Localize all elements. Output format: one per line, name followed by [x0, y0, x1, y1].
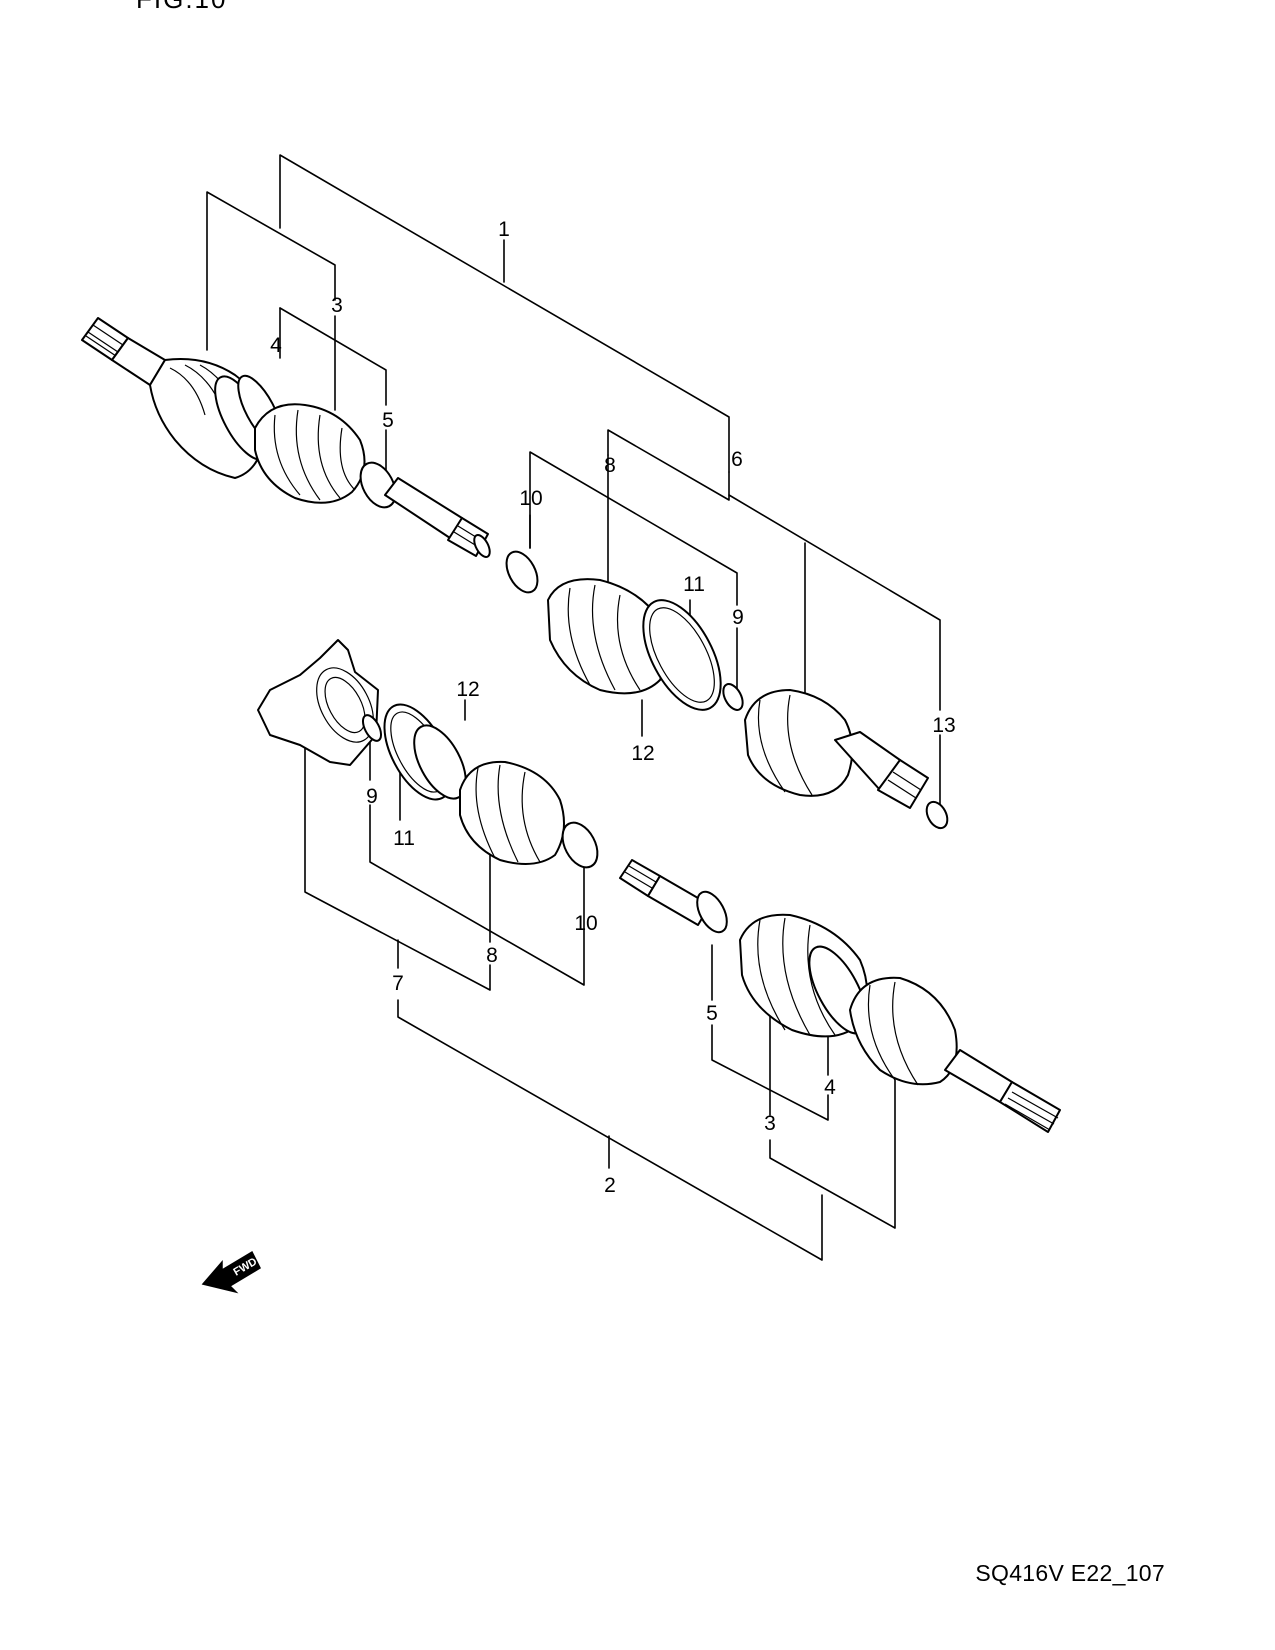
callout-5-upper: 5: [382, 409, 394, 432]
callout-7: 7: [392, 972, 404, 995]
callout-11-upper: 11: [683, 573, 705, 596]
callout-8-lower: 8: [486, 944, 498, 967]
callout-10-upper: 10: [519, 487, 542, 510]
callout-11-lower: 11: [393, 827, 415, 850]
callout-2: 2: [604, 1174, 616, 1197]
callout-8-upper: 8: [604, 454, 616, 477]
upper-band-10: [505, 550, 539, 594]
callout-6: 6: [731, 448, 743, 471]
callout-10-lower: 10: [574, 912, 597, 935]
circlip-13: [925, 800, 949, 830]
upper-drive-shaft: [81, 317, 491, 558]
callout-13: 13: [932, 714, 955, 737]
callout-1: 1: [498, 218, 510, 241]
callout-5-lower: 5: [706, 1002, 718, 1025]
fwd-arrow-badge: FWD: [201, 1250, 261, 1294]
lower-drive-shaft: [257, 639, 1061, 1133]
callout-numbers: 1 3 4 5 8 6 10 11 9 12 13 12 9 11 10 8 7…: [270, 218, 956, 1197]
callout-12-upper: 12: [631, 742, 654, 765]
page-header-fragment: FIG.10: [136, 0, 227, 15]
drawing-code: SQ416V E22_107: [975, 1560, 1165, 1586]
callout-4-lower: 4: [824, 1076, 836, 1099]
callout-12-middle: 12: [456, 678, 479, 701]
callout-3-lower: 3: [764, 1112, 776, 1135]
upper-band-11: [642, 599, 722, 711]
callout-3-upper: 3: [331, 294, 343, 317]
callout-9-lower: 9: [366, 785, 378, 808]
callout-9-upper: 9: [732, 606, 744, 629]
callout-4-upper: 4: [270, 334, 282, 357]
